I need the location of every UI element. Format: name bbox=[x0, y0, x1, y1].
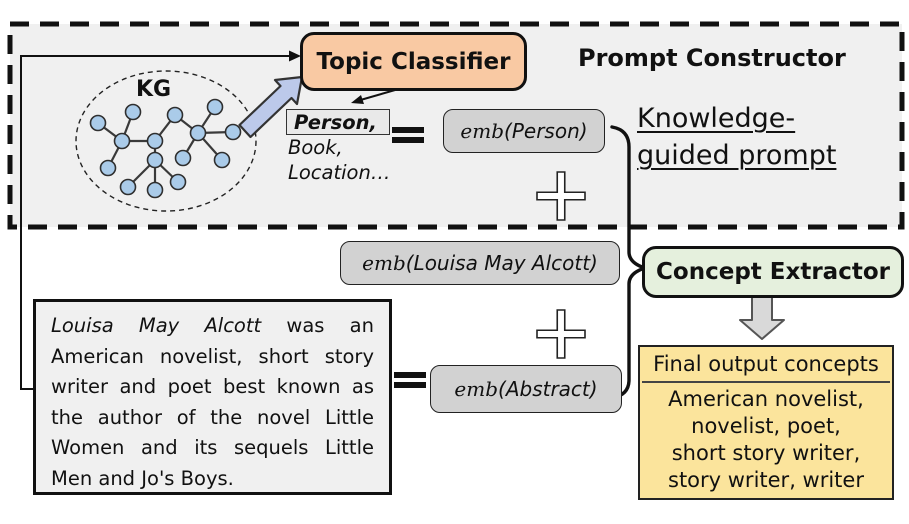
knowledge-prompt-line1: Knowledge- bbox=[637, 103, 796, 134]
topic-location-label: Location… bbox=[288, 161, 391, 184]
kg-graph bbox=[89, 98, 242, 199]
prompt-constructor-title: Prompt Constructor bbox=[578, 44, 846, 72]
emb-function: emb bbox=[362, 251, 406, 275]
topic-book-label: Book, bbox=[288, 136, 343, 159]
emb-abstract-box: emb(Abstract) bbox=[430, 365, 622, 413]
abstract-entity-name: Louisa May Alcott bbox=[51, 314, 262, 337]
emb-function: emb bbox=[454, 377, 499, 401]
emb-abstract-arg: (Abstract) bbox=[498, 377, 598, 401]
abstract-line: American novelist, short story bbox=[51, 344, 374, 368]
final-output-divider bbox=[642, 381, 890, 383]
topic-highlighted-label: Person, bbox=[294, 110, 377, 134]
knowledge-prompt-line2: guided prompt bbox=[637, 140, 837, 171]
equals-sign-2 bbox=[394, 372, 426, 388]
abstract-text-box: Louisa May Alcott was an American noveli… bbox=[33, 299, 392, 495]
topic-classifier-label: Topic Classifier bbox=[316, 48, 511, 75]
emb-function: emb bbox=[460, 119, 505, 143]
abstract-line: Men and Jo's Boys. bbox=[51, 466, 234, 490]
final-output-box: Final output concepts American novelist,… bbox=[638, 345, 894, 500]
concept-extractor-box: Concept Extractor bbox=[642, 246, 904, 298]
abstract-line: the author of the novel Little bbox=[51, 405, 374, 429]
abstract-line: Louisa May Alcott was an bbox=[51, 311, 374, 342]
abstract-to-classifier-connector bbox=[20, 50, 301, 390]
emb-entity-box: emb(Louisa May Alcott) bbox=[340, 241, 620, 285]
kg-to-classifier-arrow bbox=[238, 75, 304, 139]
topic-classifier-box: Topic Classifier bbox=[300, 32, 527, 91]
concept-item: American novelist, bbox=[668, 387, 864, 411]
knowledge-guided-prompt-label: Knowledge- guided prompt bbox=[637, 100, 836, 174]
abstract-line: writer and poet best known as bbox=[51, 375, 374, 398]
concept-item: story writer, writer bbox=[668, 468, 864, 492]
down-arrow-icon bbox=[739, 296, 785, 340]
plus-sign-1 bbox=[536, 171, 586, 221]
abstract-line: Women and its sequels Little bbox=[51, 436, 374, 459]
emb-person-arg: (Person) bbox=[504, 119, 588, 143]
equals-sign-1 bbox=[392, 127, 424, 143]
kg-ellipse bbox=[75, 70, 257, 212]
concept-extractor-label: Concept Extractor bbox=[656, 259, 890, 285]
topic-highlighted-box: Person, bbox=[286, 109, 390, 135]
plus-sign-2 bbox=[536, 309, 586, 359]
emb-entity-arg: (Louisa May Alcott) bbox=[405, 251, 598, 275]
final-output-list: American novelist, novelist, poet, short… bbox=[640, 383, 892, 494]
concept-item: novelist, poet, bbox=[691, 414, 841, 438]
emb-person-box: emb(Person) bbox=[443, 109, 605, 153]
abstract-line1-rest: was an bbox=[286, 314, 374, 337]
final-output-title: Final output concepts bbox=[653, 352, 879, 376]
kg-label: KG bbox=[136, 77, 172, 102]
concept-item: short story writer, bbox=[671, 441, 861, 465]
